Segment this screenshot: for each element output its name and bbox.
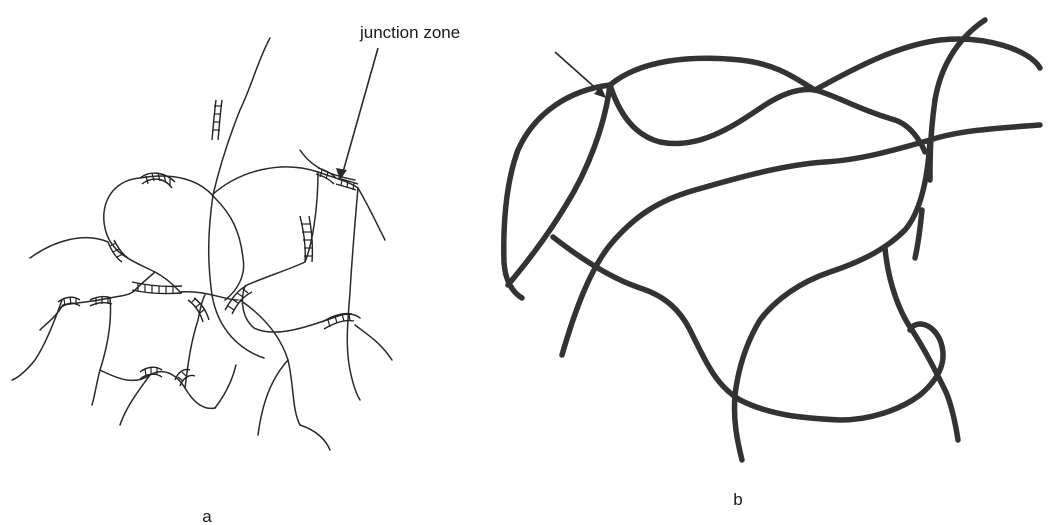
panel-a-strand [100, 370, 215, 408]
panel-b-strand [562, 125, 1040, 355]
panel-a-strand [92, 298, 111, 405]
panel-a-strand [242, 172, 360, 332]
panel-b-strand [508, 85, 610, 285]
panel-a-junction-zone [212, 100, 222, 140]
panel-a-network: a [12, 38, 392, 525]
panel-a-junction-zone [140, 173, 175, 188]
panel-a-strand [215, 365, 236, 408]
panel-a-strand [30, 238, 108, 258]
panel-a-strand [212, 167, 385, 240]
panel-a-junction-zone [140, 367, 162, 379]
panel-a-strand [355, 325, 392, 360]
panel-a-strand [347, 188, 360, 400]
panel-a-strand [300, 425, 330, 450]
panel-a-junction-zone [132, 282, 182, 294]
panel-a-strand [12, 300, 62, 380]
panel-a-strand [120, 375, 150, 425]
panel-a-label: a [202, 507, 212, 525]
panel-a-junction-zone [300, 216, 312, 262]
panel-a-strand [240, 300, 300, 425]
panel-b-strand [815, 39, 1040, 90]
panel-a-strand [140, 176, 244, 300]
junction-zone-label: junction zone [359, 23, 460, 42]
panel-b-strand [930, 20, 985, 180]
panel-a-strand [258, 360, 288, 435]
panel-a-strand [185, 295, 205, 388]
panel-b-label: b [733, 490, 742, 509]
panel-a-strand [104, 178, 238, 300]
junction-arrow-a [343, 48, 378, 172]
panel-b-strand [610, 85, 815, 144]
panel-a-strand [209, 38, 270, 358]
panel-a-strand [63, 272, 155, 305]
panel-a-junction-zone [316, 168, 336, 184]
panel-b-network: b [504, 20, 1040, 509]
